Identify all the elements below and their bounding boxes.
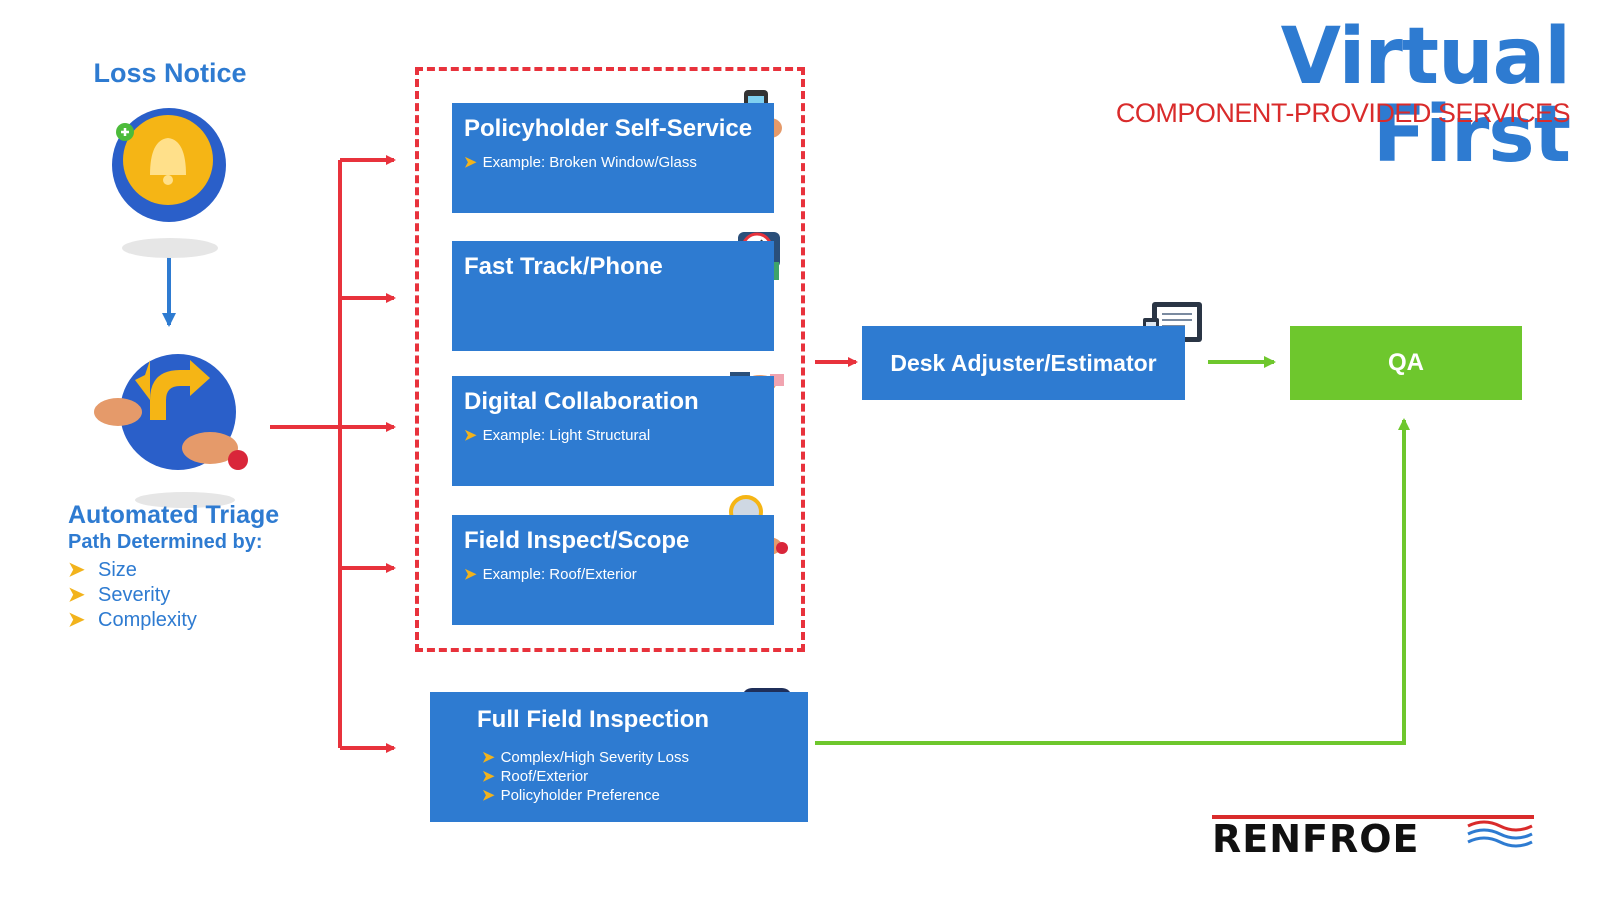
option-digital-collaboration: Digital Collaboration ➤Example: Light St…	[452, 376, 774, 486]
list-item: ➤Policyholder Preference	[482, 787, 660, 804]
desk-adjuster-box: Desk Adjuster/Estimator	[862, 326, 1185, 400]
triage-factor: ➤Severity	[68, 584, 171, 606]
page-title: Virtual First	[1280, 12, 1571, 180]
option-title: Policyholder Self-Service	[464, 115, 753, 142]
bell-icon	[112, 108, 226, 258]
page-subtitle: COMPONENT-PROVIDED SERVICES	[1115, 98, 1571, 128]
option-self-service: Policyholder Self-Service ➤Example: Brok…	[452, 103, 774, 213]
triage-block: Automated Triage Path Determined by: ➤Si…	[68, 500, 368, 633]
triage-factor-list: ➤Size ➤Severity ➤Complexity	[68, 558, 368, 633]
triage-title: Automated Triage	[68, 501, 280, 529]
option-title: Fast Track/Phone	[464, 253, 663, 280]
option-fast-track: Fast Track/Phone	[452, 241, 774, 351]
qa-arrows	[815, 356, 1410, 745]
chevron-right-icon: ➤	[68, 584, 85, 606]
qa-box: QA	[1290, 326, 1522, 400]
triage-subtitle: Path Determined by:	[68, 531, 263, 553]
triage-factor: ➤Complexity	[68, 609, 197, 631]
virtual-options-group	[415, 67, 805, 652]
option-field-inspect: Field Inspect/Scope ➤Example: Roof/Exter…	[452, 515, 774, 625]
renfroe-logo: RENFROE	[1212, 817, 1420, 861]
triage-branch-arrows	[270, 155, 858, 753]
fork-arrow-icon	[94, 354, 248, 508]
full-field-title: Full Field Inspection	[477, 706, 710, 733]
list-item: ➤Complex/High Severity Loss	[482, 749, 689, 766]
option-example: ➤Example: Broken Window/Glass	[464, 154, 697, 171]
chevron-right-icon: ➤	[68, 609, 85, 631]
loss-notice-label: Loss Notice	[93, 58, 247, 88]
logo-bar	[1212, 815, 1534, 819]
chevron-right-icon: ➤	[68, 559, 85, 581]
option-title: Digital Collaboration	[464, 388, 699, 415]
triage-factor: ➤Size	[68, 559, 137, 581]
option-example: ➤Example: Roof/Exterior	[464, 566, 637, 583]
option-title: Field Inspect/Scope	[464, 527, 690, 554]
full-field-inspection-box: Full Field Inspection ➤Complex/High Seve…	[430, 692, 808, 822]
full-field-bullets: ➤Complex/High Severity Loss ➤Roof/Exteri…	[482, 748, 796, 805]
logo-waves-icon	[1467, 820, 1533, 848]
list-item: ➤Roof/Exterior	[482, 768, 589, 785]
option-example: ➤Example: Light Structural	[464, 427, 651, 444]
